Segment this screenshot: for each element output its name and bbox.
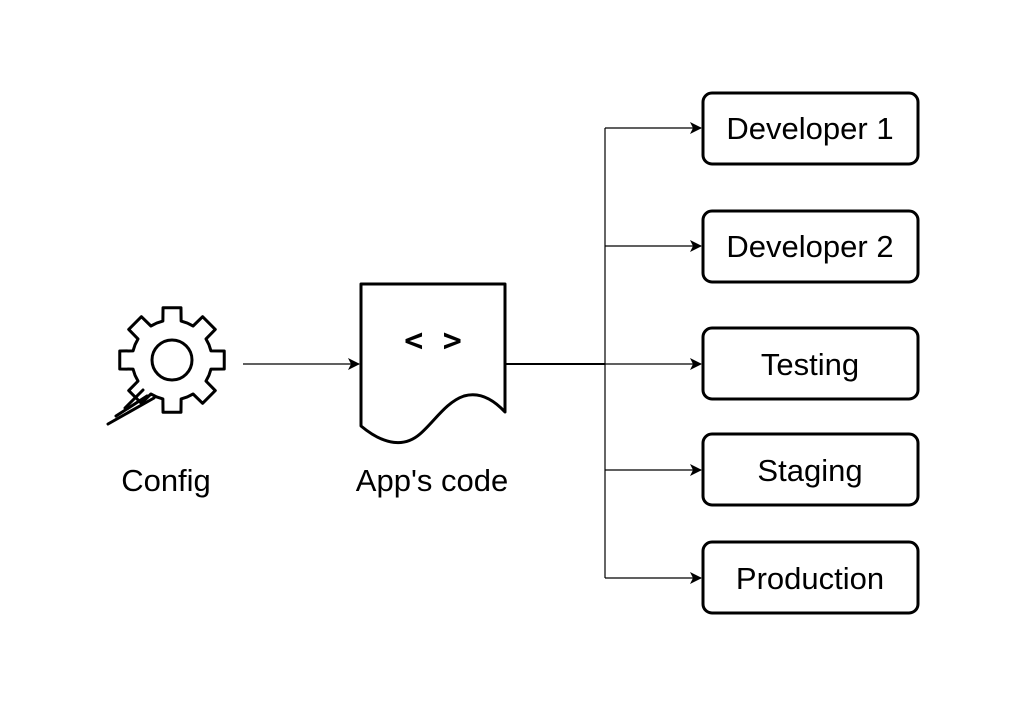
target-label: Developer 1 xyxy=(726,111,893,146)
target-testing: Testing xyxy=(701,326,920,401)
app-code-label: App's code xyxy=(356,463,508,498)
config-label: Config xyxy=(121,463,211,498)
target-label: Testing xyxy=(761,347,859,382)
target-developer-2: Developer 2 xyxy=(701,209,920,284)
connector-lines xyxy=(505,122,702,584)
target-label: Developer 2 xyxy=(726,229,893,264)
target-staging: Staging xyxy=(701,432,920,507)
code-document-icon: < > xyxy=(359,282,507,445)
target-production: Production xyxy=(701,540,920,615)
target-label: Staging xyxy=(757,453,862,488)
target-label: Production xyxy=(736,561,884,596)
gear-config-icon xyxy=(106,306,226,426)
target-developer-1: Developer 1 xyxy=(701,91,920,166)
code-brackets-glyph: < > xyxy=(404,321,462,359)
